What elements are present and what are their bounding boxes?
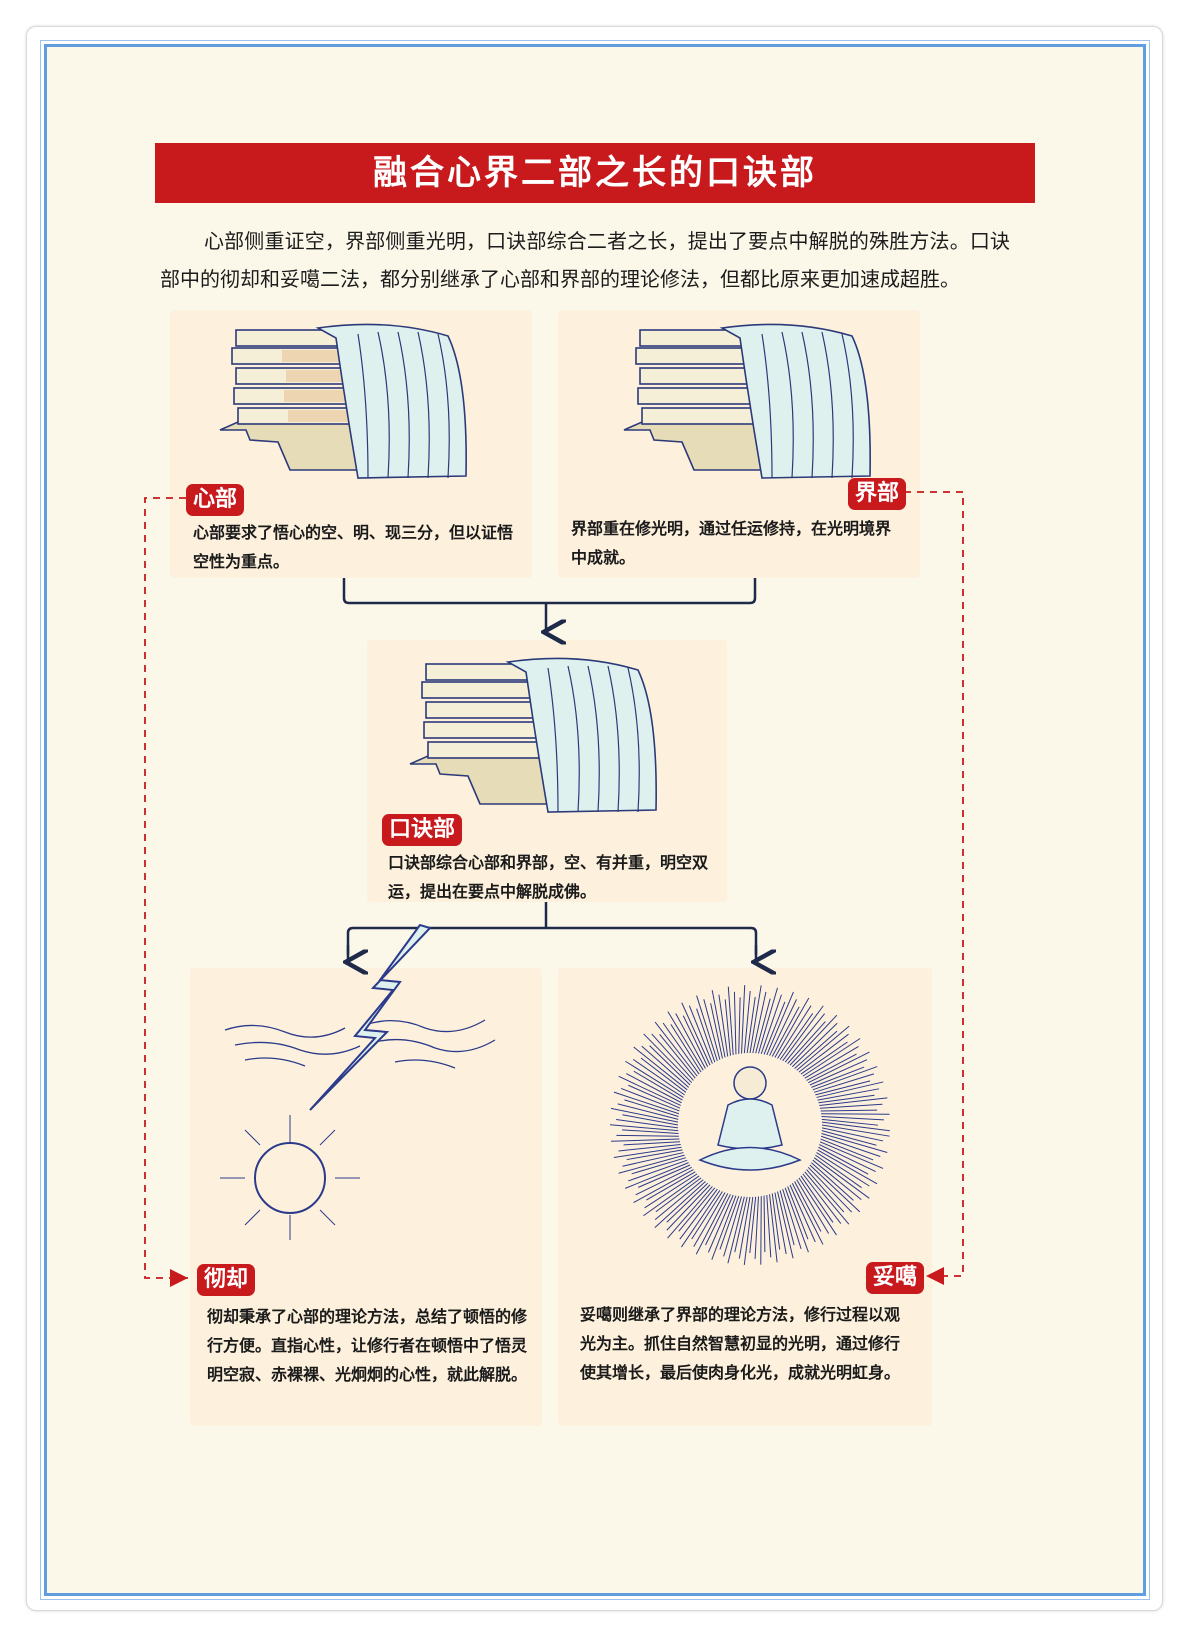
- chequ-label: 彻却: [197, 1264, 256, 1296]
- chequ-panel: [190, 968, 542, 1426]
- xinbu-label: 心部: [186, 484, 245, 516]
- tuoga-label: 妥噶: [866, 1262, 925, 1294]
- scripture-illustration-xinbu: [219, 323, 467, 479]
- tuoga-description: 妥噶则继承了界部的理论方法，修行过程以观光为主。抓住自然智慧初显的光明，通过修行…: [580, 1305, 901, 1382]
- jiebu-label: 界部: [848, 478, 907, 510]
- radiant-meditator-illustration: [609, 985, 890, 1265]
- koujue-label: 口诀部: [382, 814, 463, 846]
- intro-paragraph: 心部侧重证空，界部侧重光明，口诀部综合二者之长，提出了要点中解脱的殊胜方法。口诀…: [160, 229, 1010, 291]
- jiebu-description: 界部重在修光明，通过任运修持，在光明境界中成就。: [571, 519, 892, 567]
- merge-bracket: [342, 578, 757, 605]
- page-title: 融合心界二部之长的口诀部: [155, 143, 1035, 203]
- sun-rays: [220, 1115, 360, 1240]
- scripture-illustration-jiebu: [623, 323, 871, 479]
- lineage-line-right: [904, 491, 964, 1285]
- lightning-sun-illustration: [220, 923, 496, 1240]
- lineage-line-left: [144, 497, 188, 1287]
- koujue-description: 口诀部综合心部和界部，空、有并重，明空双运，提出在要点中解脱成佛。: [388, 853, 709, 901]
- split-bracket: [346, 926, 758, 955]
- scripture-illustration-koujue: [409, 657, 657, 813]
- xinbu-description: 心部要求了悟心的空、明、现三分，但以证悟空性为重点。: [193, 523, 514, 571]
- chequ-description: 彻却秉承了心部的理论方法，总结了顿悟的修行方便。直指心性，让修行者在顿悟中了悟灵…: [207, 1307, 528, 1384]
